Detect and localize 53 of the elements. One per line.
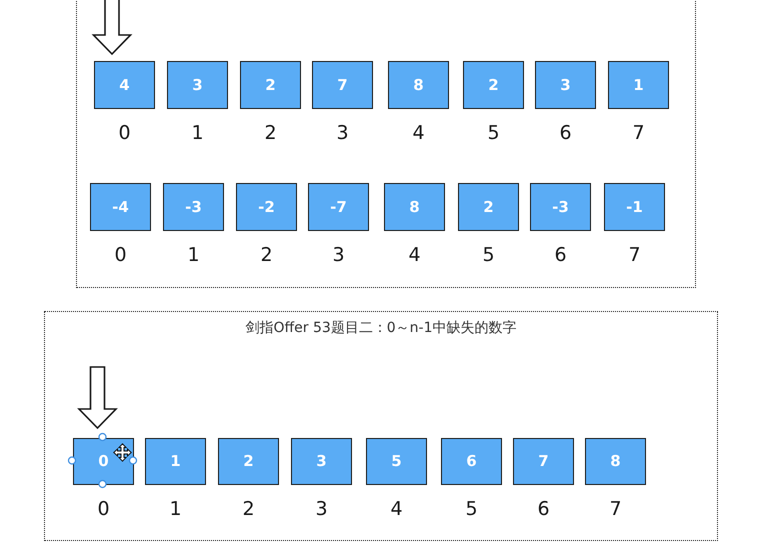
- array-cell: 7: [513, 438, 574, 485]
- index-label: 5: [482, 245, 495, 265]
- index-label: 7: [632, 123, 645, 143]
- pointer-arrow: [92, 0, 132, 56]
- index-label: 3: [336, 123, 349, 143]
- index-label: 1: [191, 123, 204, 143]
- index-label: 6: [537, 499, 550, 519]
- index-label: 2: [260, 245, 273, 265]
- array-cell: -3: [163, 183, 224, 231]
- index-label: 7: [628, 245, 641, 265]
- pointer-arrow: [77, 366, 118, 430]
- array-cell: -1: [604, 183, 665, 231]
- array-cell: 1: [145, 438, 206, 485]
- array-cell: 0: [73, 438, 134, 485]
- array-cell: 2: [240, 61, 301, 109]
- array-cell: 8: [388, 61, 449, 109]
- index-label: 4: [390, 499, 403, 519]
- index-label: 4: [412, 123, 425, 143]
- array-cell: 4: [94, 61, 155, 109]
- array-cell: 6: [441, 438, 502, 485]
- index-label: 2: [264, 123, 277, 143]
- index-label: 6: [559, 123, 572, 143]
- dotted-panel: [76, 0, 696, 288]
- index-label: 3: [332, 245, 345, 265]
- array-cell: -4: [90, 183, 151, 231]
- index-label: 5: [487, 123, 500, 143]
- dotted-panel: [44, 311, 718, 541]
- array-cell: 5: [366, 438, 427, 485]
- array-cell: 8: [585, 438, 646, 485]
- array-cell: 1: [608, 61, 669, 109]
- panel-title: 剑指Offer 53题目二：0～n-1中缺失的数字: [245, 320, 517, 336]
- array-cell: 7: [312, 61, 373, 109]
- index-label: 3: [315, 499, 328, 519]
- index-label: 2: [242, 499, 255, 519]
- array-cell: -3: [530, 183, 591, 231]
- array-cell: 2: [458, 183, 519, 231]
- array-cell: 3: [291, 438, 352, 485]
- array-cell: 2: [463, 61, 524, 109]
- array-cell: -7: [308, 183, 369, 231]
- index-label: 1: [169, 499, 182, 519]
- index-label: 1: [187, 245, 200, 265]
- array-cell: 8: [384, 183, 445, 231]
- array-cell: -2: [236, 183, 297, 231]
- array-cell: 3: [167, 61, 228, 109]
- index-label: 0: [97, 499, 110, 519]
- index-label: 0: [118, 123, 131, 143]
- index-label: 5: [465, 499, 478, 519]
- index-label: 6: [554, 245, 567, 265]
- index-label: 7: [609, 499, 622, 519]
- index-label: 4: [408, 245, 421, 265]
- array-cell: 3: [535, 61, 596, 109]
- array-cell: 2: [218, 438, 279, 485]
- index-label: 0: [114, 245, 127, 265]
